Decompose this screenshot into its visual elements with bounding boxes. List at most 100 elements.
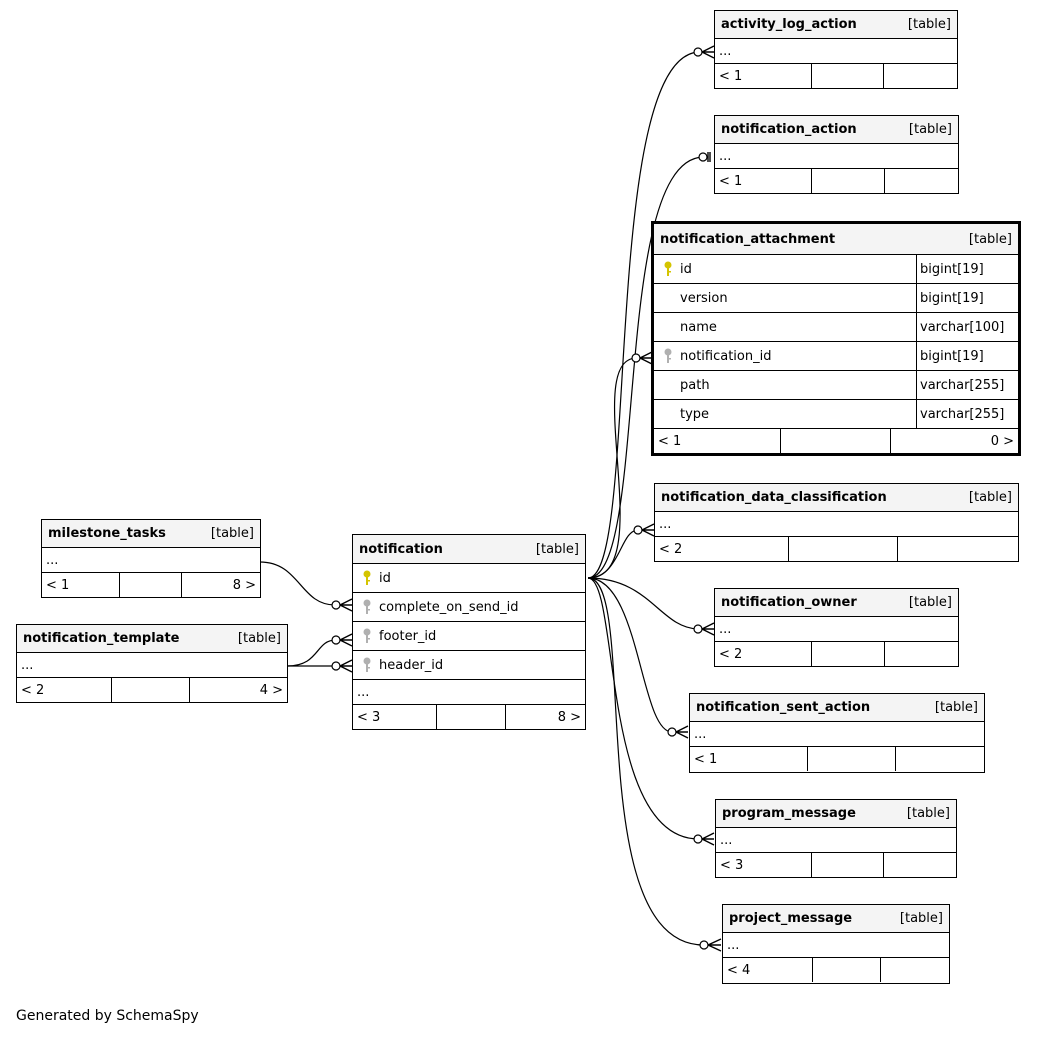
column-name: footer_id: [379, 628, 437, 644]
foot-parents: < 3: [716, 853, 812, 877]
primary-key-icon: [362, 570, 372, 590]
foot-parents: < 2: [655, 537, 790, 561]
column-name: notification_id: [680, 348, 772, 364]
foot-mid: [812, 64, 885, 88]
foot-children: 8 >: [232, 577, 256, 593]
table-notification-data-classification[interactable]: notification_data_classification[table] …: [654, 483, 1019, 562]
ellipsis: ...: [720, 832, 733, 848]
primary-key-icon: [663, 261, 673, 281]
table-notification[interactable]: notification [table] id complete_on_send_…: [352, 534, 586, 730]
edge-program-message: [587, 577, 699, 840]
column-name: complete_on_send_id: [379, 599, 519, 615]
foreign-key-icon: [663, 348, 673, 368]
foot-children: 4 >: [259, 682, 283, 698]
ellipsis: ...: [719, 43, 732, 59]
edge-template-footer: [286, 639, 337, 667]
foot-parents: < 1: [654, 429, 782, 453]
foot-parents: < 1: [715, 64, 812, 88]
foot-parents: < 1: [715, 169, 813, 193]
table-notification-template[interactable]: notification_template [table] ... < 2 4 >: [16, 624, 288, 703]
ellipsis: ...: [659, 516, 672, 532]
foot-mid: [813, 958, 882, 982]
table-kind: [table]: [934, 700, 978, 715]
column-type: varchar[100]: [916, 313, 1018, 341]
foot-mid: [812, 169, 886, 193]
column-name: type: [680, 406, 710, 422]
column-type: varchar[255]: [916, 371, 1018, 399]
column-row: id bigint[19]: [654, 255, 1018, 284]
foot-parents: < 4: [723, 958, 814, 982]
table-kind: [table]: [968, 231, 1012, 247]
table-kind: [table]: [907, 17, 951, 32]
edge-notification-sent-action: [587, 577, 673, 733]
table-notification-sent-action[interactable]: notification_sent_action[table] ... < 1: [689, 693, 985, 773]
table-notification-attachment[interactable]: notification_attachment [table] id bigint…: [651, 221, 1021, 456]
foot-children: [885, 169, 958, 193]
foot-parents: < 2: [715, 642, 813, 666]
column-name: name: [680, 319, 717, 335]
table-name: notification_owner: [721, 595, 857, 610]
foot-children: 8 >: [557, 709, 581, 725]
foot-children: [884, 64, 957, 88]
foot-children: [885, 642, 958, 666]
edge-notification-owner: [587, 577, 699, 630]
column-name: id: [379, 570, 391, 586]
table-kind: [table]: [906, 806, 950, 821]
ellipsis: ...: [719, 148, 732, 164]
foot-children: [881, 958, 949, 982]
column-row: version bigint[19]: [654, 284, 1018, 313]
foot-mid: [812, 642, 886, 666]
table-name: notification_attachment: [660, 231, 836, 247]
foot-children: [884, 853, 956, 877]
column-row: id: [353, 564, 585, 593]
foot-children: [898, 537, 1018, 561]
edge-project-message: [587, 577, 705, 946]
column-row: header_id: [353, 651, 585, 680]
foreign-key-icon: [362, 599, 372, 619]
table-name: program_message: [722, 806, 856, 821]
foot-mid: [112, 678, 190, 702]
column-type: bigint[19]: [916, 284, 1018, 312]
ellipsis: ...: [357, 684, 370, 700]
ellipsis: ...: [719, 621, 732, 637]
foot-mid: [437, 705, 507, 729]
edge-milestone-tasks: [259, 561, 336, 606]
foot-mid: [120, 573, 182, 597]
column-row: complete_on_send_id: [353, 593, 585, 622]
foot-children: [896, 747, 984, 771]
table-name: notification: [359, 541, 443, 557]
table-notification-action[interactable]: notification_action[table] ... < 1: [714, 115, 959, 194]
table-name: project_message: [729, 911, 853, 926]
table-name: notification_template: [23, 631, 180, 646]
foot-mid: [789, 537, 899, 561]
foot-mid: [812, 853, 884, 877]
column-name: header_id: [379, 657, 444, 673]
table-name: notification_sent_action: [696, 700, 871, 715]
table-kind: [table]: [899, 911, 943, 926]
foreign-key-icon: [362, 657, 372, 677]
table-notification-owner[interactable]: notification_owner[table] ... < 2: [714, 588, 959, 667]
column-name: id: [680, 261, 692, 277]
table-kind: [table]: [908, 122, 952, 137]
edge-notification-data-classification: [587, 529, 639, 579]
table-kind: [table]: [968, 490, 1012, 505]
column-row: name varchar[100]: [654, 313, 1018, 342]
table-name: milestone_tasks: [48, 526, 166, 541]
foot-parents: < 1: [42, 573, 121, 597]
table-kind: [table]: [535, 541, 579, 557]
column-type: bigint[19]: [916, 342, 1018, 370]
table-kind: [table]: [237, 631, 281, 646]
foreign-key-icon: [362, 628, 372, 648]
ellipsis: ...: [21, 657, 34, 673]
ellipsis: ...: [46, 552, 59, 568]
column-name: version: [680, 290, 728, 306]
column-name: path: [680, 377, 710, 393]
column-row: type varchar[255]: [654, 400, 1018, 429]
edge-notification-attachment: [587, 357, 637, 579]
table-activity-log-action[interactable]: activity_log_action[table] ... < 1: [714, 10, 958, 89]
foot-mid: [781, 429, 891, 453]
foot-parents: < 2: [17, 678, 112, 702]
table-program-message[interactable]: program_message [table] ... < 3: [715, 799, 957, 878]
table-project-message[interactable]: project_message[table] ... < 4: [722, 904, 950, 984]
